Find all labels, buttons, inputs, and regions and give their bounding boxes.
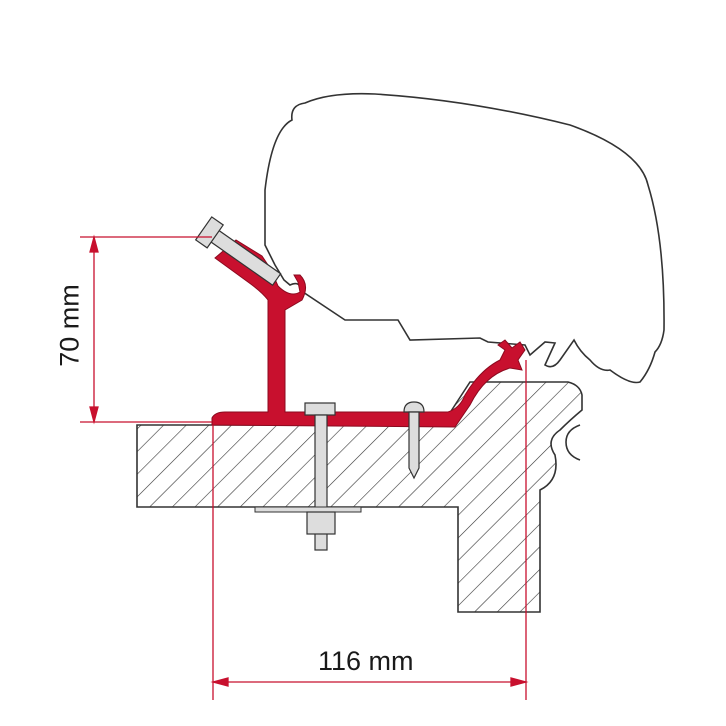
clamp-bolt	[194, 216, 282, 286]
through-bolt	[254, 402, 362, 551]
height-dimension-label: 70 mm	[54, 284, 85, 367]
edge-groove	[565, 424, 581, 461]
roof-edge-section	[136, 381, 583, 613]
height-dimension	[80, 234, 212, 425]
awning-housing	[264, 92, 665, 384]
width-dimension-label: 116 mm	[318, 646, 414, 676]
width-dimension	[210, 360, 529, 700]
screw	[403, 401, 425, 480]
